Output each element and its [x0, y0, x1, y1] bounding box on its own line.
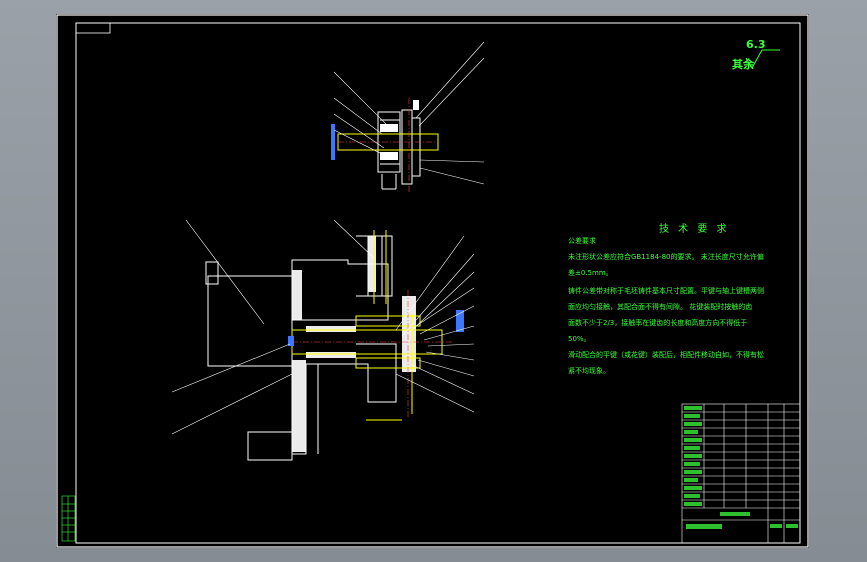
tech-line: 面应均匀接触，其配合面不得有间隙。 花键装配时按触的齿: [568, 303, 753, 311]
upper-detail-view: [331, 41, 485, 192]
left-side-table: [61, 495, 76, 542]
tech-line: 面数不少于2/3，接触率在键齿的长度和高度方向不得低于: [568, 319, 748, 327]
inner-frame: [75, 22, 801, 544]
tech-line: 50%。: [568, 335, 591, 343]
tech-line: 未注形状公差应符合GB1184-80的要求。 未注长度尺寸允许偏: [568, 253, 764, 261]
tech-title: 技 术 要 求: [659, 224, 730, 235]
title-block: [681, 403, 801, 544]
tech-line: 铸件公差带对称于毛坯铸件基本尺寸配置。平键与轴上键槽两侧: [568, 287, 764, 295]
corner-label-box: [75, 22, 111, 34]
tech-line: 紧不均现象。: [568, 367, 610, 375]
drawing-canvas[interactable]: 6.3 其余 技 术 要 求 公差要求 未注形状公差应符合GB1184-80的要…: [56, 14, 809, 548]
main-assembly-view: [171, 219, 475, 461]
tech-line: 公差要求: [568, 237, 596, 245]
roughness-symbol: [745, 49, 780, 69]
tech-line: 滑动配合的平键（或花键）装配后，相配件移动自如，不得有松: [568, 351, 764, 359]
outer-frame: [56, 14, 809, 548]
title-block-fill: [684, 406, 798, 529]
roughness-value: 6.3: [746, 38, 766, 51]
tech-line: 差±0.5mm。: [568, 269, 613, 277]
roughness-label: 其余: [732, 58, 754, 71]
assembly-drawing: [56, 14, 809, 548]
